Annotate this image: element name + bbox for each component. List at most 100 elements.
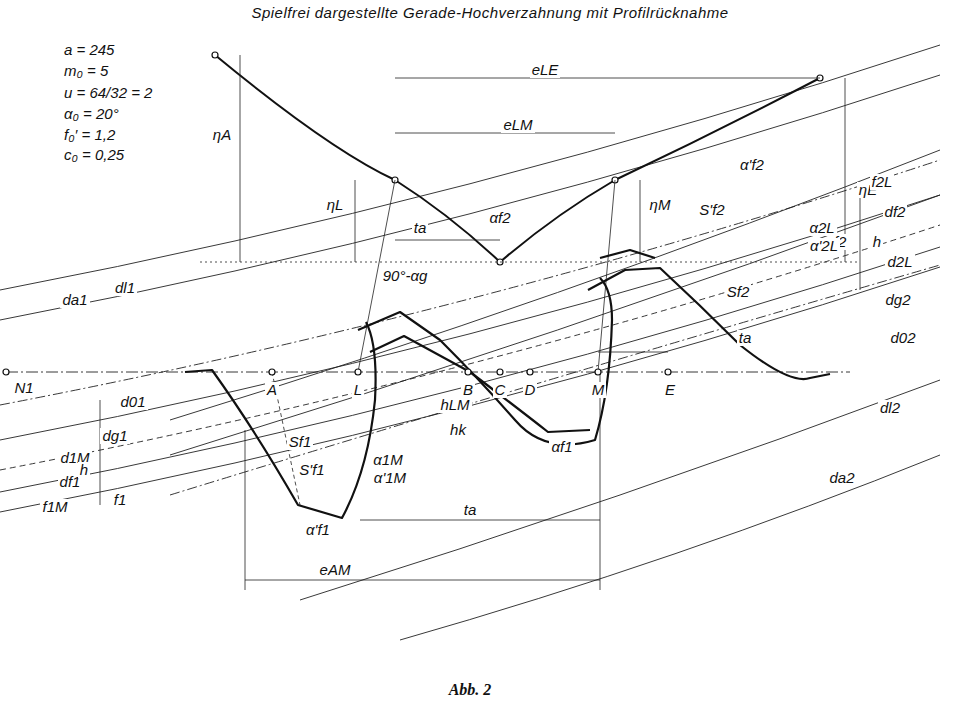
dimension-label: B bbox=[461, 382, 475, 398]
circle-arc bbox=[170, 150, 940, 420]
dimension-label: f1M bbox=[40, 499, 69, 515]
dimension-label: hLM bbox=[438, 397, 471, 413]
circle-arc bbox=[0, 195, 940, 440]
dim-line bbox=[355, 180, 356, 262]
tooth-profile bbox=[185, 322, 376, 518]
dim-line bbox=[598, 352, 668, 353]
dimension-label: d02 bbox=[888, 330, 917, 346]
line-of-action bbox=[6, 372, 850, 373]
dimension-label: hk bbox=[448, 422, 468, 438]
dimension-label: ta bbox=[737, 330, 754, 346]
dimension-label: da1 bbox=[60, 292, 89, 308]
circle-arc bbox=[0, 247, 940, 492]
tooth-profile bbox=[358, 278, 612, 445]
dim-line bbox=[100, 400, 101, 505]
dimension-label: α'2L bbox=[808, 238, 840, 254]
dim-line bbox=[240, 55, 241, 262]
point bbox=[497, 369, 503, 375]
dimension-label: c₀ = 0,25 bbox=[62, 147, 126, 163]
circle-arc bbox=[300, 380, 940, 600]
dim-line bbox=[600, 372, 601, 590]
dimension-label: dg1 bbox=[100, 428, 129, 444]
pitch-circles bbox=[0, 45, 940, 640]
dimension-lines bbox=[100, 55, 860, 590]
dimension-label: ta bbox=[462, 502, 479, 518]
dim-line bbox=[245, 580, 600, 581]
dimension-label: h bbox=[78, 462, 90, 478]
dimension-label: f₀′ = 1,2 bbox=[62, 127, 117, 143]
dimension-label: ηL bbox=[325, 197, 346, 213]
point bbox=[527, 369, 533, 375]
dimension-label: ηA bbox=[211, 127, 233, 143]
figure-caption: Abb. 2 bbox=[449, 681, 492, 699]
dim-line bbox=[245, 430, 246, 590]
dimension-label: eAM bbox=[318, 562, 353, 578]
dimension-label: m₀ = 5 bbox=[62, 63, 110, 79]
dimension-label: d01 bbox=[118, 394, 147, 410]
dimension-label: dl2 bbox=[878, 400, 902, 416]
dimension-label: eLM bbox=[501, 117, 534, 133]
circle-arc bbox=[170, 195, 940, 455]
circle-arc bbox=[400, 455, 940, 640]
dimension-label: α2L bbox=[807, 220, 836, 236]
circle-arc bbox=[0, 160, 940, 405]
tooth-profiles bbox=[185, 250, 830, 518]
dimension-label: α'f2 bbox=[738, 157, 766, 173]
dimension-label: α₀ = 20° bbox=[62, 106, 121, 122]
point bbox=[665, 369, 671, 375]
dimension-label: Sf2 bbox=[725, 284, 752, 300]
dimension-label: A bbox=[265, 382, 279, 398]
circle-arc bbox=[0, 45, 940, 290]
dimension-label: u = 64/32 = 2 bbox=[62, 85, 154, 101]
dimension-label: f2L bbox=[870, 174, 895, 190]
dim-line bbox=[640, 180, 641, 262]
circle-arc bbox=[0, 75, 940, 320]
circle-arc bbox=[0, 225, 940, 470]
point bbox=[355, 369, 361, 375]
dimension-label: M bbox=[590, 382, 607, 398]
dimension-label: E bbox=[663, 382, 677, 398]
dimension-label: ta bbox=[412, 220, 429, 236]
dim-line bbox=[860, 190, 861, 290]
dimension-label: df2 bbox=[883, 204, 908, 220]
dimension-label: S'f1 bbox=[297, 462, 326, 478]
point bbox=[595, 369, 601, 375]
tooth-profile bbox=[588, 268, 830, 379]
dimension-label: S'f2 bbox=[697, 202, 726, 218]
tooth-profile bbox=[370, 336, 590, 432]
dimension-label: α1M bbox=[371, 452, 404, 468]
dimension-label: N1 bbox=[12, 380, 35, 396]
dimension-label: d2L bbox=[885, 254, 914, 270]
dimension-label: Sf1 bbox=[287, 434, 314, 450]
dimension-label: eLE bbox=[530, 62, 561, 78]
dimension-label: f1 bbox=[112, 492, 129, 508]
dimension-label: dg2 bbox=[883, 292, 912, 308]
dimension-label: 90°-αg bbox=[381, 268, 430, 284]
dimension-label: dl1 bbox=[113, 280, 137, 296]
circle-arc bbox=[0, 267, 940, 512]
sliding-curve bbox=[215, 55, 820, 262]
dim-line bbox=[360, 520, 600, 521]
dim-line bbox=[395, 240, 500, 241]
dim-line bbox=[395, 78, 820, 79]
curve-points bbox=[212, 52, 823, 265]
point bbox=[269, 369, 275, 375]
line-points bbox=[3, 369, 671, 375]
point bbox=[465, 369, 471, 375]
point bbox=[3, 369, 9, 375]
dimension-label: αf1 bbox=[549, 439, 574, 455]
dimension-label: da2 bbox=[827, 470, 856, 486]
dimension-label: C bbox=[493, 382, 508, 398]
point bbox=[212, 52, 218, 58]
dimension-label: D bbox=[523, 382, 538, 398]
dimension-label: h bbox=[871, 234, 883, 250]
tooth-profile bbox=[600, 250, 655, 258]
dimension-label: ηM bbox=[648, 197, 673, 213]
dim-line bbox=[200, 262, 860, 263]
dimension-label: L bbox=[352, 382, 364, 398]
dimension-label: α'f1 bbox=[304, 522, 332, 538]
diagram-title: Spielfrei dargestellte Gerade-Hochverzah… bbox=[251, 4, 728, 21]
dimension-label: a = 245 bbox=[62, 42, 116, 58]
circle-arc bbox=[170, 265, 940, 495]
